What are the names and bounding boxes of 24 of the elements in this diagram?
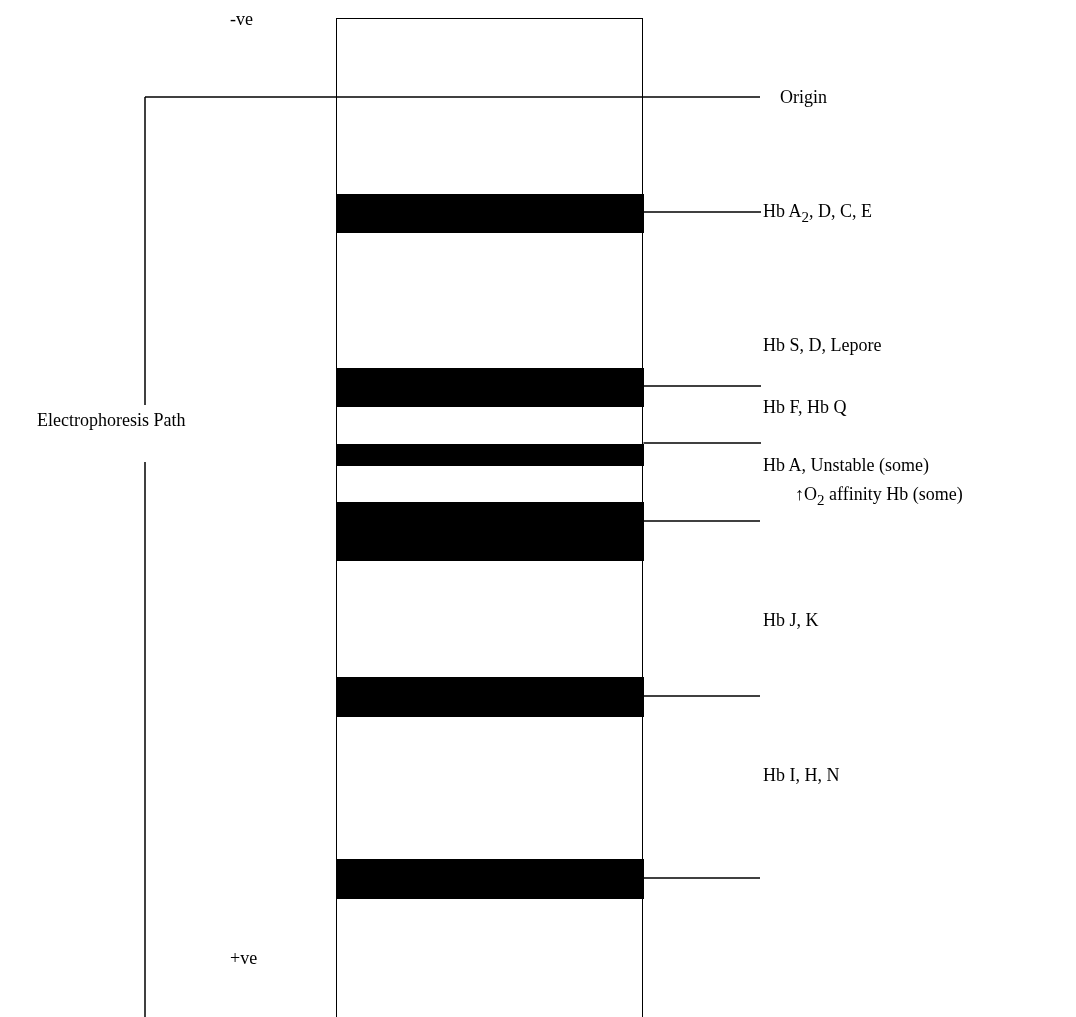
leader-line [642, 442, 762, 444]
protein-band [335, 502, 644, 561]
band-label: Hb F, Hb Q [763, 396, 847, 418]
axis-label: Electrophoresis Path [37, 409, 186, 431]
leader-line [642, 211, 762, 213]
leader-line [642, 385, 762, 387]
protein-band [335, 444, 644, 466]
leader-line [642, 520, 761, 522]
band-label: Hb I, H, N [763, 764, 840, 786]
band-label: Hb A, Unstable (some) [763, 454, 929, 476]
band-label: ↑O$_{2}$ affinity Hb (some) [795, 483, 963, 510]
gel-lane [336, 18, 643, 1017]
band-label: Hb A$_{2}$, D, C, E [763, 200, 872, 228]
pole-label: -ve [230, 8, 253, 30]
leader-line [642, 877, 761, 879]
protein-band [335, 859, 644, 899]
band-label: Hb J, K [763, 609, 819, 631]
leader-line [642, 695, 761, 697]
origin-label: Origin [780, 86, 827, 108]
protein-band [335, 368, 644, 407]
protein-band [335, 194, 644, 233]
band-label: Hb S, D, Lepore [763, 334, 882, 356]
protein-band [335, 677, 644, 717]
pole-label: +ve [230, 947, 258, 969]
